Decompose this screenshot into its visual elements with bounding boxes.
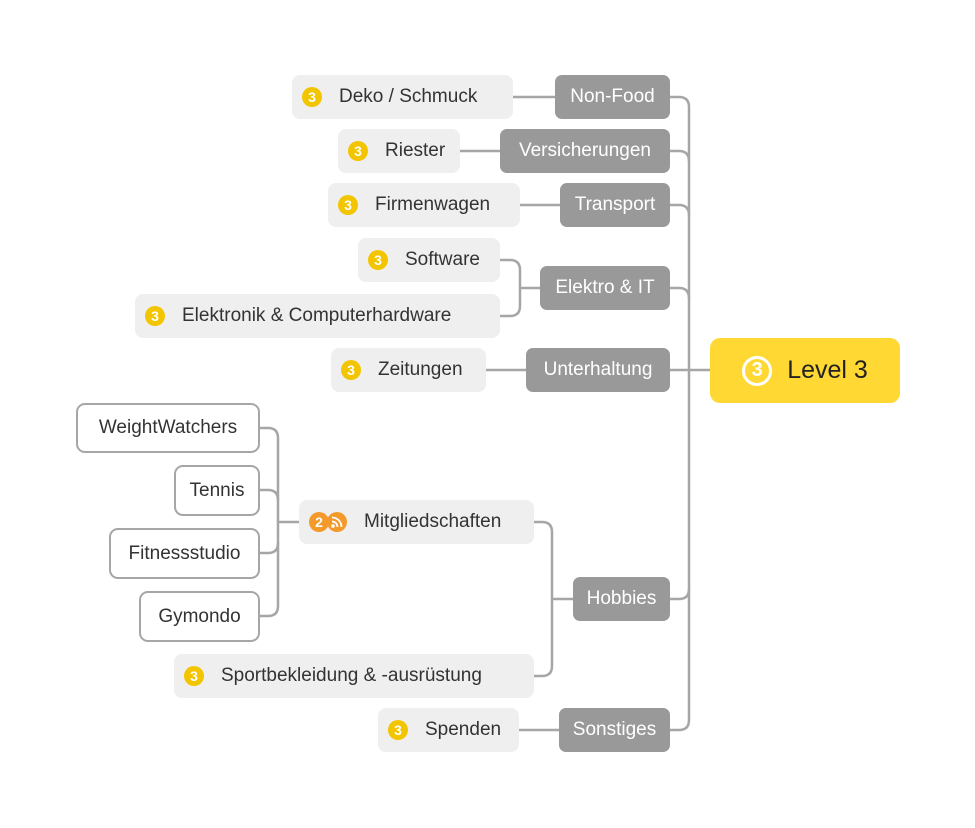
sub-weightwatchers[interactable]: WeightWatchers — [76, 403, 260, 453]
leaf-label: Spenden — [425, 719, 502, 740]
leaf-label: Mitgliedschaften — [364, 511, 502, 532]
level-3-badge-icon: 3 — [341, 360, 361, 380]
sub-label: Fitnessstudio — [128, 542, 241, 564]
connector-sonstiges — [668, 718, 691, 732]
category-label: Sonstiges — [572, 719, 657, 740]
category-label: Elektro & IT — [555, 277, 655, 298]
rss-icon — [327, 512, 347, 532]
category-sonstiges[interactable]: Sonstiges — [559, 708, 670, 752]
category-label: Hobbies — [586, 588, 657, 609]
root-label: Level 3 — [787, 356, 868, 384]
level-3-badge-icon: 3 — [145, 306, 165, 326]
leaf-label: Firmenwagen — [375, 194, 491, 215]
leaf-zeitungen[interactable]: 3 Zeitungen — [331, 348, 486, 392]
level-3-badge-icon: 3 — [338, 195, 358, 215]
leaf-sportbekleidung[interactable]: 3 Sportbekleidung & -ausrüstung — [174, 654, 534, 698]
connector-fitness — [258, 541, 280, 555]
leaf-label: Riester — [385, 140, 446, 161]
connector-tennis — [258, 488, 280, 502]
category-transport[interactable]: Transport — [560, 183, 670, 227]
sub-tennis[interactable]: Tennis — [174, 465, 260, 516]
leaf-label: Sportbekleidung & -ausrüstung — [221, 665, 482, 686]
connector-elektro — [668, 286, 691, 300]
category-label: Transport — [574, 194, 656, 215]
category-elektro-it[interactable]: Elektro & IT — [540, 266, 670, 310]
category-label: Non-Food — [570, 86, 655, 107]
connector-versicherungen — [668, 149, 691, 163]
leaf-mitgliedschaften[interactable]: 2 Mitgliedschaften — [299, 500, 534, 544]
category-non-food[interactable]: Non-Food — [555, 75, 670, 119]
category-unterhaltung[interactable]: Unterhaltung — [526, 348, 670, 392]
root-node[interactable]: 3 Level 3 — [710, 338, 900, 403]
sub-label: WeightWatchers — [98, 417, 238, 438]
sub-label: Tennis — [189, 479, 245, 501]
leaf-riester[interactable]: 3 Riester — [338, 129, 460, 173]
connector-hobbies-branch — [532, 520, 554, 678]
leaf-spenden[interactable]: 3 Spenden — [378, 708, 519, 752]
connector-mitglied-branch — [258, 426, 280, 618]
level-3-badge-icon: 3 — [184, 666, 204, 686]
level-3-badge-icon: 3 — [348, 141, 368, 161]
level-3-badge-icon: 3 — [302, 87, 322, 107]
leaf-firmenwagen[interactable]: 3 Firmenwagen — [328, 183, 520, 227]
leaf-label: Elektronik & Computerhardware — [182, 305, 452, 326]
sub-fitnessstudio[interactable]: Fitnessstudio — [109, 528, 260, 579]
leaf-label: Software — [405, 249, 480, 270]
level-2-badge-icon: 2 — [309, 512, 329, 532]
sub-gymondo[interactable]: Gymondo — [139, 591, 260, 642]
category-versicherungen[interactable]: Versicherungen — [500, 129, 670, 173]
connector-transport — [668, 203, 691, 217]
connector-hobbies — [668, 587, 691, 601]
category-hobbies[interactable]: Hobbies — [573, 577, 670, 621]
connector-nonfood — [668, 95, 691, 109]
leaf-label: Zeitungen — [378, 359, 463, 380]
sub-label: Gymondo — [158, 605, 241, 627]
level-3-badge-icon: 3 — [388, 720, 408, 740]
level-3-badge-icon: 3 — [742, 355, 773, 386]
leaf-label: Deko / Schmuck — [339, 86, 478, 107]
leaf-elektronik-computerhardware[interactable]: 3 Elektronik & Computerhardware — [135, 294, 500, 338]
connector-software — [498, 258, 522, 318]
category-label: Unterhaltung — [543, 359, 653, 380]
category-label: Versicherungen — [518, 140, 652, 161]
leaf-deko-schmuck[interactable]: 3 Deko / Schmuck — [292, 75, 513, 119]
level-3-badge-icon: 3 — [368, 250, 388, 270]
leaf-software[interactable]: 3 Software — [358, 238, 500, 282]
